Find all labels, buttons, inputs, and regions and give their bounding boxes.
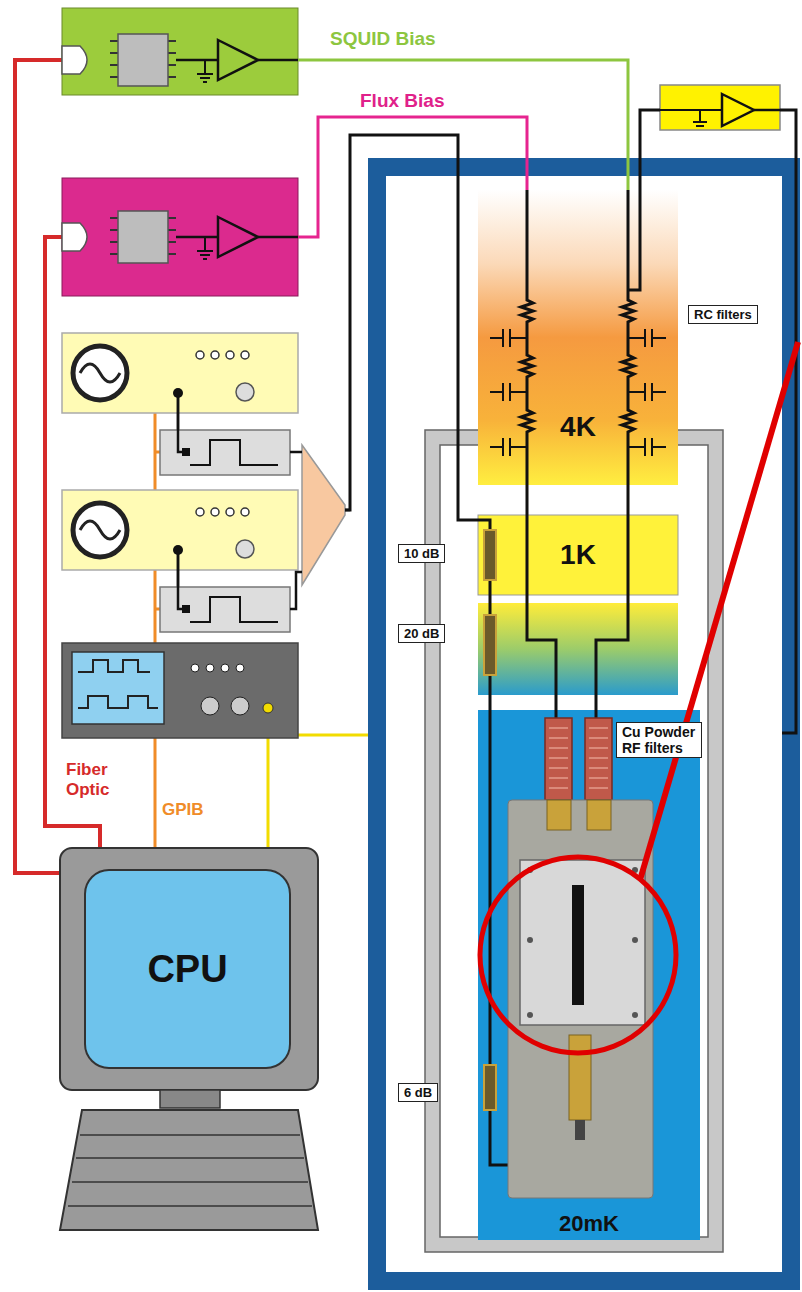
computer-screen: CPU <box>85 870 290 1068</box>
attenuator-value: 10 dB <box>404 546 439 561</box>
stage-label: 4K <box>560 411 596 443</box>
note-text: Cu Powder RF filters <box>622 724 696 756</box>
attenuator-value: 6 dB <box>404 1085 432 1100</box>
attenuator-value: 20 dB <box>404 626 439 641</box>
attenuator-label: 10 dB <box>398 544 445 563</box>
note-box: Cu Powder RF filters <box>616 722 702 758</box>
note-box: RC filters <box>688 305 758 324</box>
stage-label: 1K <box>560 539 596 571</box>
signal-name: SQUID Bias <box>330 28 436 50</box>
temperature-stage: 1K <box>478 515 678 595</box>
link-name: GPIB <box>162 800 204 820</box>
link-name: Fiber Optic <box>66 760 128 799</box>
attenuator-label: 20 dB <box>398 624 445 643</box>
note-text: RC filters <box>694 307 752 322</box>
attenuator-label: 6 dB <box>398 1083 438 1102</box>
temperature-stage: 20mK Cu Powder RF filters <box>478 710 700 1240</box>
stage-label: 20mK <box>559 1211 619 1237</box>
signal-name: Flux Bias <box>360 90 444 112</box>
temperature-stage: 4K <box>478 190 678 485</box>
computer-label: CPU <box>147 948 227 991</box>
